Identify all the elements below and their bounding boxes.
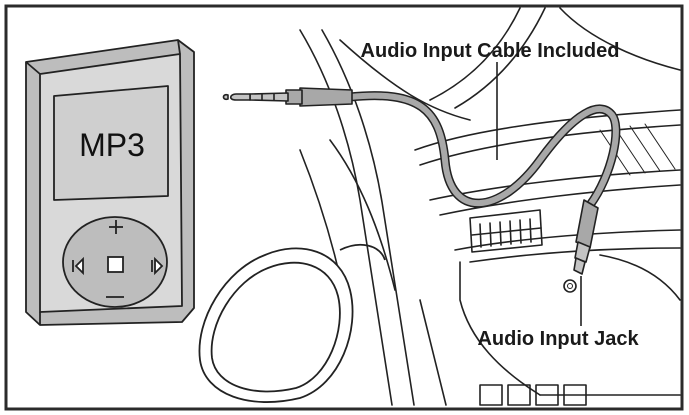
mp3-screen-text: MP3 [79,127,145,163]
audio-cable [222,87,621,275]
control-icons [72,220,164,298]
audio-jack-port [563,279,577,293]
plus-icon [109,220,123,234]
right-plug [573,199,599,275]
cable-label: Audio Input Cable Included [361,40,620,62]
callouts [496,62,582,326]
mp3-screen [53,85,169,201]
next-icon [151,256,164,276]
stop-icon [107,256,124,273]
left-plug [222,87,353,107]
prev-icon [72,256,84,276]
side-mirror [198,243,386,403]
mp3-player [25,39,195,326]
air-vent [469,209,543,253]
jack-label: Audio Input Jack [477,328,639,350]
